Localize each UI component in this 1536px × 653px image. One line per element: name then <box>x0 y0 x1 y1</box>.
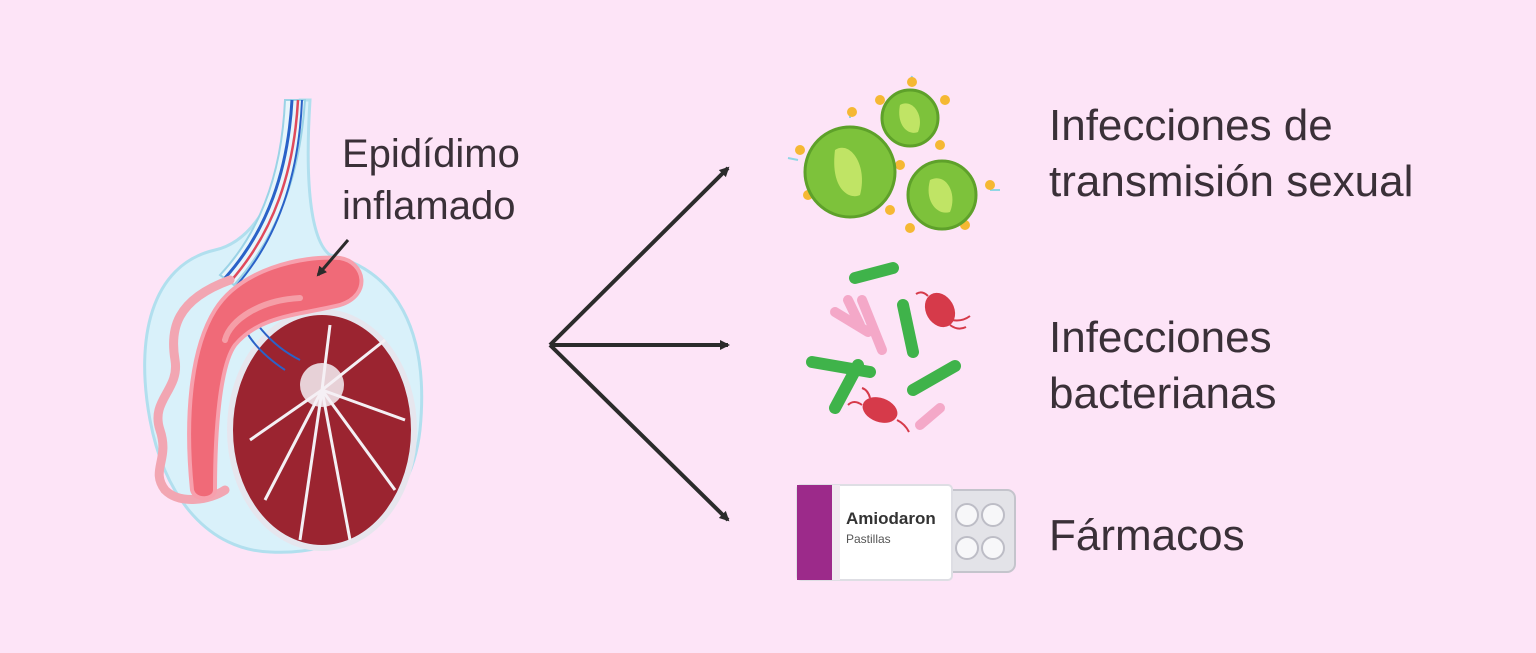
arrow-to-drugs <box>548 343 730 522</box>
pill-box-icon <box>796 484 1016 581</box>
testis-body <box>227 309 417 551</box>
branch-arrows <box>548 166 730 522</box>
cause-drugs-line1: Fármacos <box>1049 511 1245 560</box>
testis-illustration <box>143 98 424 554</box>
pill-box-brand: Amiodaron <box>846 509 936 528</box>
spermatic-cord <box>218 99 307 287</box>
cause-bacterial-line1: Infecciones <box>1049 313 1272 362</box>
cause-drugs-label: Fármacos <box>1049 508 1245 564</box>
cause-sti-label: Infecciones de transmisión sexual <box>1049 98 1413 210</box>
bacteria-icon <box>806 262 971 433</box>
arrow-to-sti <box>548 166 730 347</box>
virus-icon <box>787 75 1000 233</box>
pill-box-subtitle: Pastillas <box>846 532 891 546</box>
epididymis-label-line1: Epidídimo <box>342 132 520 176</box>
epididymis-label: Epidídimo inflamado <box>342 128 520 232</box>
vas-deferens <box>153 275 235 504</box>
pill-box-accent <box>797 485 832 580</box>
cause-sti-line2: transmisión sexual <box>1049 157 1414 206</box>
cause-sti-line1: Infecciones de <box>1049 101 1333 150</box>
cause-bacterial-label: Infecciones bacterianas <box>1049 310 1276 422</box>
cause-bacterial-line2: bacterianas <box>1049 369 1277 418</box>
epididymis-label-line2: inflamado <box>342 184 516 228</box>
inflamed-epididymis <box>187 255 364 501</box>
epididymis-pointer <box>316 239 350 277</box>
